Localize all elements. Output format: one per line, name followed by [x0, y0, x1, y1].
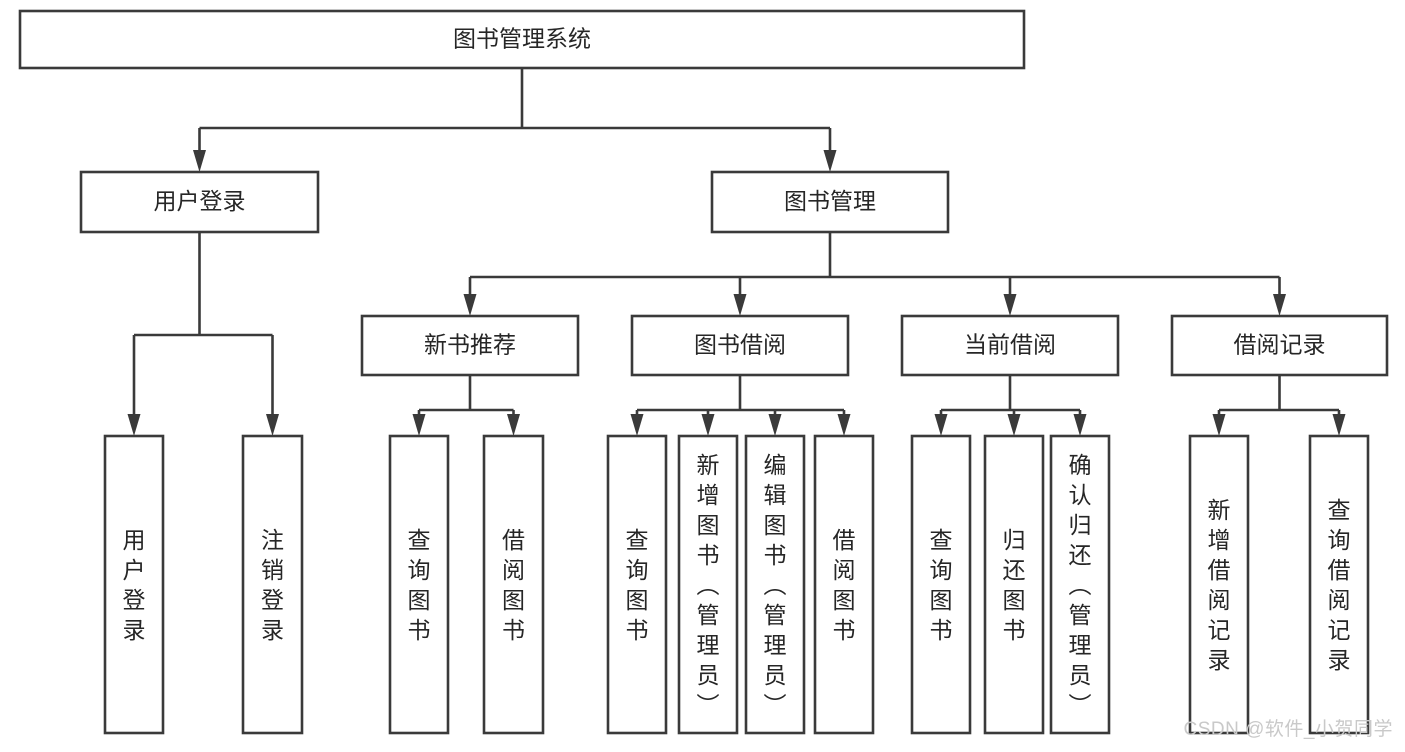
node-box-leaf-borrow-book-2[interactable]: [813, 434, 875, 735]
node-leaf-add-record[interactable]: 新增借阅记录: [1188, 434, 1250, 735]
node-label-book-borrow: 图书借阅: [694, 332, 786, 358]
node-layer: 图书管理系统用户登录图书管理新书推荐图书借阅当前借阅借阅记录用户登录注销登录查询…: [18, 9, 1389, 735]
node-label-current-borrow: 当前借阅: [964, 332, 1056, 358]
node-box-leaf-add-record[interactable]: [1188, 434, 1250, 735]
node-box-leaf-return-book[interactable]: [983, 434, 1045, 735]
node-borrow-record[interactable]: 借阅记录: [1170, 314, 1389, 377]
node-label-user-login: 用户登录: [154, 188, 246, 214]
node-label-leaf-edit-book: 编辑图书︵管理员︶: [764, 452, 787, 718]
node-book-borrow[interactable]: 图书借阅: [630, 314, 850, 377]
node-box-leaf-logout[interactable]: [241, 434, 304, 735]
node-leaf-query-book-2[interactable]: 查询图书: [606, 434, 668, 735]
node-box-current-borrow[interactable]: [900, 314, 1120, 377]
node-box-leaf-add-book[interactable]: [677, 434, 739, 735]
node-label-borrow-record: 借阅记录: [1234, 332, 1326, 358]
node-box-root[interactable]: [18, 9, 1026, 70]
node-book-manage[interactable]: 图书管理: [710, 170, 950, 234]
node-leaf-borrow-book-2[interactable]: 借阅图书: [813, 434, 875, 735]
node-label-new-book-rec: 新书推荐: [424, 332, 516, 358]
node-leaf-query-book-3[interactable]: 查询图书: [910, 434, 972, 735]
node-label-leaf-query-record: 查询借阅记录: [1328, 497, 1351, 673]
node-box-leaf-user-login[interactable]: [103, 434, 165, 735]
node-box-borrow-record[interactable]: [1170, 314, 1389, 377]
node-label-book-manage: 图书管理: [784, 188, 876, 214]
node-box-leaf-query-book-1[interactable]: [388, 434, 450, 735]
node-leaf-add-book[interactable]: 新增图书︵管理员︶: [677, 434, 739, 735]
node-label-leaf-user-login: 用户登录: [123, 527, 146, 643]
node-leaf-return-book[interactable]: 归还图书: [983, 434, 1045, 735]
node-label-leaf-query-book-1: 查询图书: [408, 527, 431, 643]
node-root[interactable]: 图书管理系统: [18, 9, 1026, 70]
node-box-leaf-edit-book[interactable]: [744, 434, 806, 735]
node-label-leaf-borrow-book-2: 借阅图书: [833, 527, 856, 643]
node-box-leaf-query-record[interactable]: [1308, 434, 1370, 735]
node-leaf-borrow-book-1[interactable]: 借阅图书: [482, 434, 545, 735]
node-leaf-query-record[interactable]: 查询借阅记录: [1308, 434, 1370, 735]
node-box-new-book-rec[interactable]: [360, 314, 580, 377]
node-box-leaf-confirm-return[interactable]: [1049, 434, 1111, 735]
node-box-leaf-query-book-3[interactable]: [910, 434, 972, 735]
node-label-root: 图书管理系统: [453, 26, 591, 52]
node-leaf-user-login[interactable]: 用户登录: [103, 434, 165, 735]
node-label-leaf-borrow-book-1: 借阅图书: [502, 527, 525, 643]
node-leaf-edit-book[interactable]: 编辑图书︵管理员︶: [744, 434, 806, 735]
node-leaf-logout[interactable]: 注销登录: [241, 434, 304, 735]
node-label-leaf-query-book-3: 查询图书: [930, 527, 953, 643]
watermark-text: CSDN @软件_小贺同学: [1183, 719, 1393, 740]
node-box-book-manage[interactable]: [710, 170, 950, 234]
node-new-book-rec[interactable]: 新书推荐: [360, 314, 580, 377]
node-box-user-login[interactable]: [79, 170, 320, 234]
node-user-login[interactable]: 用户登录: [79, 170, 320, 234]
node-leaf-query-book-1[interactable]: 查询图书: [388, 434, 450, 735]
connector-layer: [127, 68, 1346, 436]
node-box-leaf-borrow-book-1[interactable]: [482, 434, 545, 735]
node-box-leaf-query-book-2[interactable]: [606, 434, 668, 735]
node-label-leaf-add-record: 新增借阅记录: [1208, 497, 1231, 673]
node-label-leaf-query-book-2: 查询图书: [626, 527, 649, 643]
node-box-book-borrow[interactable]: [630, 314, 850, 377]
node-label-leaf-return-book: 归还图书: [1003, 527, 1026, 643]
node-label-leaf-add-book: 新增图书︵管理员︶: [697, 452, 720, 718]
node-current-borrow[interactable]: 当前借阅: [900, 314, 1120, 377]
node-label-leaf-logout: 注销登录: [261, 527, 284, 643]
node-leaf-confirm-return[interactable]: 确认归还︵管理员︶: [1049, 434, 1111, 735]
node-label-leaf-confirm-return: 确认归还︵管理员︶: [1069, 452, 1092, 718]
